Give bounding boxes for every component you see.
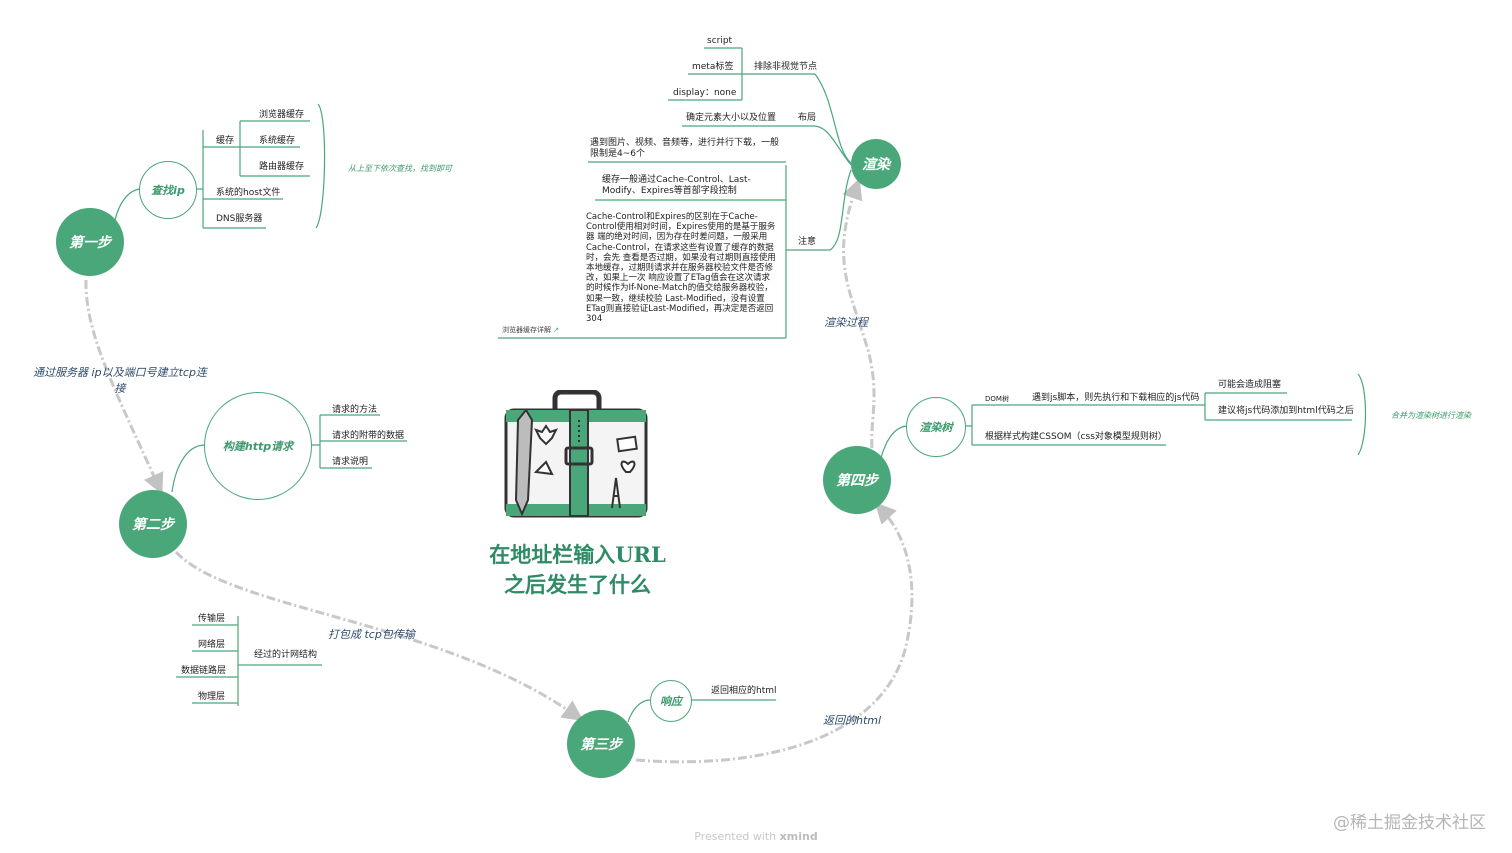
topic-meta-tag[interactable]: meta标签: [692, 62, 734, 72]
topic-host-file[interactable]: 系统的host文件: [216, 188, 281, 198]
topic-attention[interactable]: 注意: [798, 237, 817, 247]
step3-node[interactable]: 第三步: [567, 710, 635, 778]
topic-script[interactable]: script: [707, 36, 733, 46]
flow-s1-s2: [84, 279, 164, 495]
external-link-icon: ↗: [553, 326, 560, 334]
suitcase-icon: [504, 390, 648, 518]
note-cache-headers[interactable]: 缓存一般通过Cache-Control、Last-Modify、Expires等…: [602, 175, 751, 196]
link-browser-cache-details[interactable]: 浏览器缓存详解 ↗: [502, 326, 560, 334]
topic-exclude-nonvisual[interactable]: 排除非视觉节点: [754, 62, 818, 72]
flow-s4-render: [842, 178, 876, 449]
render-tree-summary-note: 合并为渲染树进行渲染: [1391, 411, 1471, 420]
topic-datalink-layer[interactable]: 数据链路层: [181, 666, 227, 676]
topic-cache[interactable]: 缓存: [216, 136, 235, 146]
edge-label-s2-s3: 打包成 tcp包传输: [328, 628, 415, 641]
render-node[interactable]: 渲染: [851, 139, 901, 189]
watermark: @稀土掘金技术社区: [1333, 813, 1486, 833]
find-ip-summary-note: 从上至下依次查找，找到即可: [348, 164, 452, 173]
topic-system-cache[interactable]: 系统缓存: [259, 136, 296, 146]
topic-router-cache[interactable]: 路由器缓存: [259, 162, 305, 172]
topic-dns-server[interactable]: DNS服务器: [216, 214, 263, 224]
response-node[interactable]: 响应: [650, 680, 692, 722]
note-parallel-download[interactable]: 遇到图片、视频、音频等，进行并行下载，一般限制是4~6个: [590, 138, 780, 159]
footer-credit: Presented with xmind: [694, 830, 818, 843]
topic-request-description[interactable]: 请求说明: [332, 457, 369, 467]
topic-may-block[interactable]: 可能会造成阻塞: [1218, 380, 1282, 390]
topic-display-none[interactable]: display：none: [673, 88, 737, 98]
topic-js-after-html[interactable]: 建议将js代码添加到html代码之后: [1218, 406, 1354, 416]
topic-return-html[interactable]: 返回相应的html: [711, 686, 777, 696]
step2-node[interactable]: 第二步: [119, 490, 187, 558]
step1-node[interactable]: 第一步: [56, 208, 124, 276]
render-tree-node[interactable]: 渲染树: [906, 397, 966, 457]
edge-label-s4-render: 渲染过程: [824, 316, 868, 329]
central-topic-title[interactable]: 在地址栏输入URL 之后发生了什么: [489, 542, 666, 597]
edge-label-s3-s4: 返回的html: [823, 714, 882, 727]
flow-s3-s4: [635, 502, 914, 764]
topic-cssom[interactable]: 根据样式构建CSSOM（css对象模型规则树）: [985, 432, 1167, 442]
topic-js-script[interactable]: 遇到js脚本，则先执行和下载相应的js代码: [1032, 393, 1200, 403]
topic-network-layer[interactable]: 网络层: [198, 640, 226, 650]
build-http-node[interactable]: 构建http请求: [204, 392, 312, 500]
topic-dom-tree[interactable]: DOM树: [985, 395, 1009, 403]
topic-element-size[interactable]: 确定元素大小以及位置: [686, 113, 777, 123]
topic-transport-layer[interactable]: 传输层: [198, 614, 226, 624]
topic-browser-cache[interactable]: 浏览器缓存: [259, 110, 305, 120]
topic-request-method[interactable]: 请求的方法: [332, 405, 378, 415]
edge-label-s1-s2: 通过服务器 ip以及端口号建立tcp连接: [33, 366, 207, 395]
step4-node[interactable]: 第四步: [823, 446, 891, 514]
flow-s2-s3: [174, 550, 584, 722]
topic-physical-layer[interactable]: 物理层: [198, 692, 226, 702]
topic-request-data[interactable]: 请求的附带的数据: [332, 431, 405, 441]
topic-layout[interactable]: 布局: [798, 113, 817, 123]
find-ip-node[interactable]: 查找ip: [139, 161, 197, 219]
note-cache-control-vs-expires[interactable]: Cache-Control和Expires的区别在于Cache-Control使…: [586, 212, 776, 324]
topic-network-structure[interactable]: 经过的计网结构: [254, 650, 318, 660]
